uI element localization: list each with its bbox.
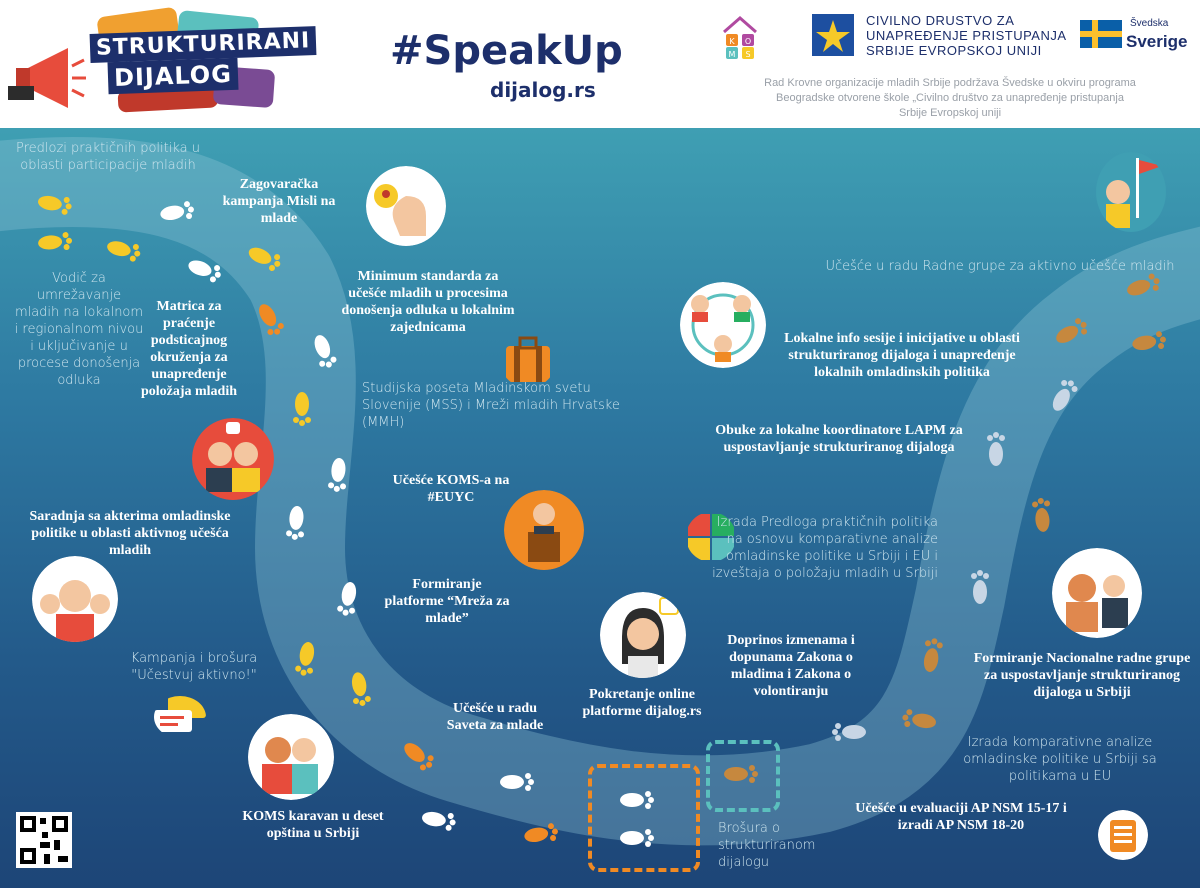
site-link[interactable]: dijalog.rs	[490, 78, 596, 102]
footprint-icon	[293, 392, 311, 426]
footprint-icon	[188, 260, 221, 283]
svg-text:S: S	[745, 50, 750, 59]
footprint-icon	[620, 829, 654, 847]
header: STRUKTURIRANI DIJALOG #SpeakUp dijalog.r…	[0, 0, 1200, 128]
label-studijska: Studijska poseta Mladinskom svetu Sloven…	[362, 381, 620, 430]
footprint-icon	[160, 201, 194, 221]
footprint-icon	[328, 457, 347, 492]
sweden-big-label: Sverige	[1126, 32, 1188, 51]
label-doprinos: Doprinos izmenama i dopunama Zakona o ml…	[727, 633, 855, 699]
svg-text:K: K	[729, 37, 735, 46]
footprint-icon	[987, 432, 1005, 466]
qr-code-icon[interactable]	[16, 812, 72, 868]
people-icon	[248, 714, 334, 800]
label-info-sesije: Lokalne info sesije i inicijative u obla…	[784, 331, 1020, 380]
roadmap-area: Predlozi praktičnih politika u oblasti p…	[0, 128, 1200, 888]
sweden-flag-icon	[1080, 20, 1122, 48]
koms-logo[interactable]: K O M S	[720, 14, 760, 60]
megaphone-icon	[8, 48, 86, 108]
footprint-icon	[500, 773, 534, 791]
label-minimum: Minimum standarda za učešće mladih u pro…	[341, 269, 515, 335]
logo-line-2: DIJALOG	[107, 57, 239, 95]
clipboard-icon	[1098, 810, 1148, 860]
label-zagovaracka: Zagovaračka kampanja Misli na mlade	[222, 177, 336, 226]
label-izrada-predloga: Izrada Predloga praktičnih politika na o…	[712, 515, 938, 581]
svg-text:O: O	[745, 37, 751, 46]
label-brosura: Brošura o strukturiranom dijalogu	[718, 821, 816, 870]
suitcase-icon	[506, 336, 550, 382]
footprint-icon	[248, 247, 281, 271]
footprint-icon	[620, 791, 654, 809]
label-obuke: Obuke za lokalne koordinatore LAPM za us…	[715, 423, 963, 455]
footprint-icon	[107, 241, 141, 262]
eu-line-2: UNAPREĐENJE PRISTUPANJA	[866, 28, 1067, 43]
sweden-small-label: Švedska	[1130, 18, 1169, 29]
people-icon	[192, 418, 274, 500]
footprint-icon	[1056, 318, 1088, 343]
support-text: Rad Krovne organizacije mladih Srbije po…	[740, 76, 1160, 121]
label-predlozi: Predlozi praktičnih politika u oblasti p…	[16, 141, 200, 173]
people-icon	[32, 556, 118, 642]
label-vodic: Vodič za umrežavanje mladih na lokalnom …	[14, 271, 144, 388]
support-line-3: Srbije Evropskoj uniji	[898, 107, 1002, 119]
eu-line-1: CIVILNO DRUSTVO ZA	[866, 13, 1015, 28]
support-line-2: Beogradske otvorene škole „Civilno društ…	[776, 92, 1124, 104]
footprint-icon	[38, 232, 73, 251]
label-evaluacija: Učešće u evaluaciji AP NSM 15-17 i izrad…	[855, 801, 1067, 833]
label-formiranje-platforme: Formiranje platforme “Mreža za mlade”	[384, 577, 510, 626]
footprint-icon	[422, 811, 456, 831]
footprint-icon	[902, 709, 936, 729]
woman-icon	[600, 592, 686, 678]
label-kampanja: Kampanja i brošura "Učestvuj aktivno!"	[130, 651, 258, 683]
podium-icon	[504, 490, 584, 570]
dashed-box-teal	[706, 740, 780, 812]
eu-line-3: SRBIJE EVROPSKOJ UNIJI	[866, 43, 1042, 58]
label-matrica: Matrica za praćenje podsticajnog okružen…	[140, 299, 238, 399]
footprint-icon	[524, 823, 558, 843]
strukturirani-dijalog-logo[interactable]: STRUKTURIRANI DIJALOG	[8, 6, 317, 120]
label-radna-grupa: Učešće u radu Radne grupe za aktivno uče…	[825, 259, 1175, 274]
footprint-icon	[351, 672, 371, 706]
label-euyc: Učešće KOMS-a na #EUYC	[392, 473, 510, 505]
footprint-icon	[295, 642, 315, 676]
footprint-icon	[38, 195, 72, 215]
eu-program-text: CIVILNO DRUSTVO ZA UNAPREĐENJE PRISTUPAN…	[866, 13, 1067, 58]
footprint-icon	[259, 304, 284, 336]
label-pokretanje: Pokretanje online platforme dijalog.rs	[582, 687, 702, 719]
footprint-icon	[314, 335, 337, 368]
footprint-icon	[923, 638, 943, 672]
footprint-icon	[1052, 379, 1078, 411]
eu-flag-icon	[812, 14, 854, 56]
footprint-icon	[832, 723, 866, 741]
support-line-1: Rad Krovne organizacije mladih Srbije po…	[764, 77, 1136, 89]
footprint-icon	[971, 570, 989, 604]
footprint-icon	[404, 743, 434, 771]
footprint-icon	[337, 582, 357, 616]
puzzle-icon	[688, 514, 734, 560]
people-icon	[1052, 548, 1142, 638]
flag-icon	[1096, 152, 1166, 232]
footprint-icon	[1127, 273, 1160, 296]
footprint-icon	[724, 765, 758, 783]
footprint-icon	[286, 505, 305, 540]
hand-icon	[366, 166, 446, 246]
hashtag-title: #SpeakUp	[390, 28, 623, 74]
label-saradnja: Saradnja sa akterima omladinske politike…	[29, 509, 231, 558]
dashed-box-orange	[588, 764, 700, 872]
road-path	[0, 137, 1200, 846]
people-icon	[680, 282, 766, 368]
svg-text:M: M	[729, 50, 736, 59]
label-karavan: KOMS karavan u deset opština u Srbiji	[242, 809, 384, 841]
label-savet: Učešće u radu Saveta za mlade	[446, 701, 544, 733]
label-komparativna: Izrada komparativne analize omladinske p…	[963, 735, 1157, 784]
footprint-icon	[1032, 497, 1051, 532]
label-nacionalna: Formiranje Nacionalne radne grupe za usp…	[973, 651, 1191, 700]
footprint-icon	[1132, 331, 1166, 351]
chat-icon	[154, 696, 206, 732]
